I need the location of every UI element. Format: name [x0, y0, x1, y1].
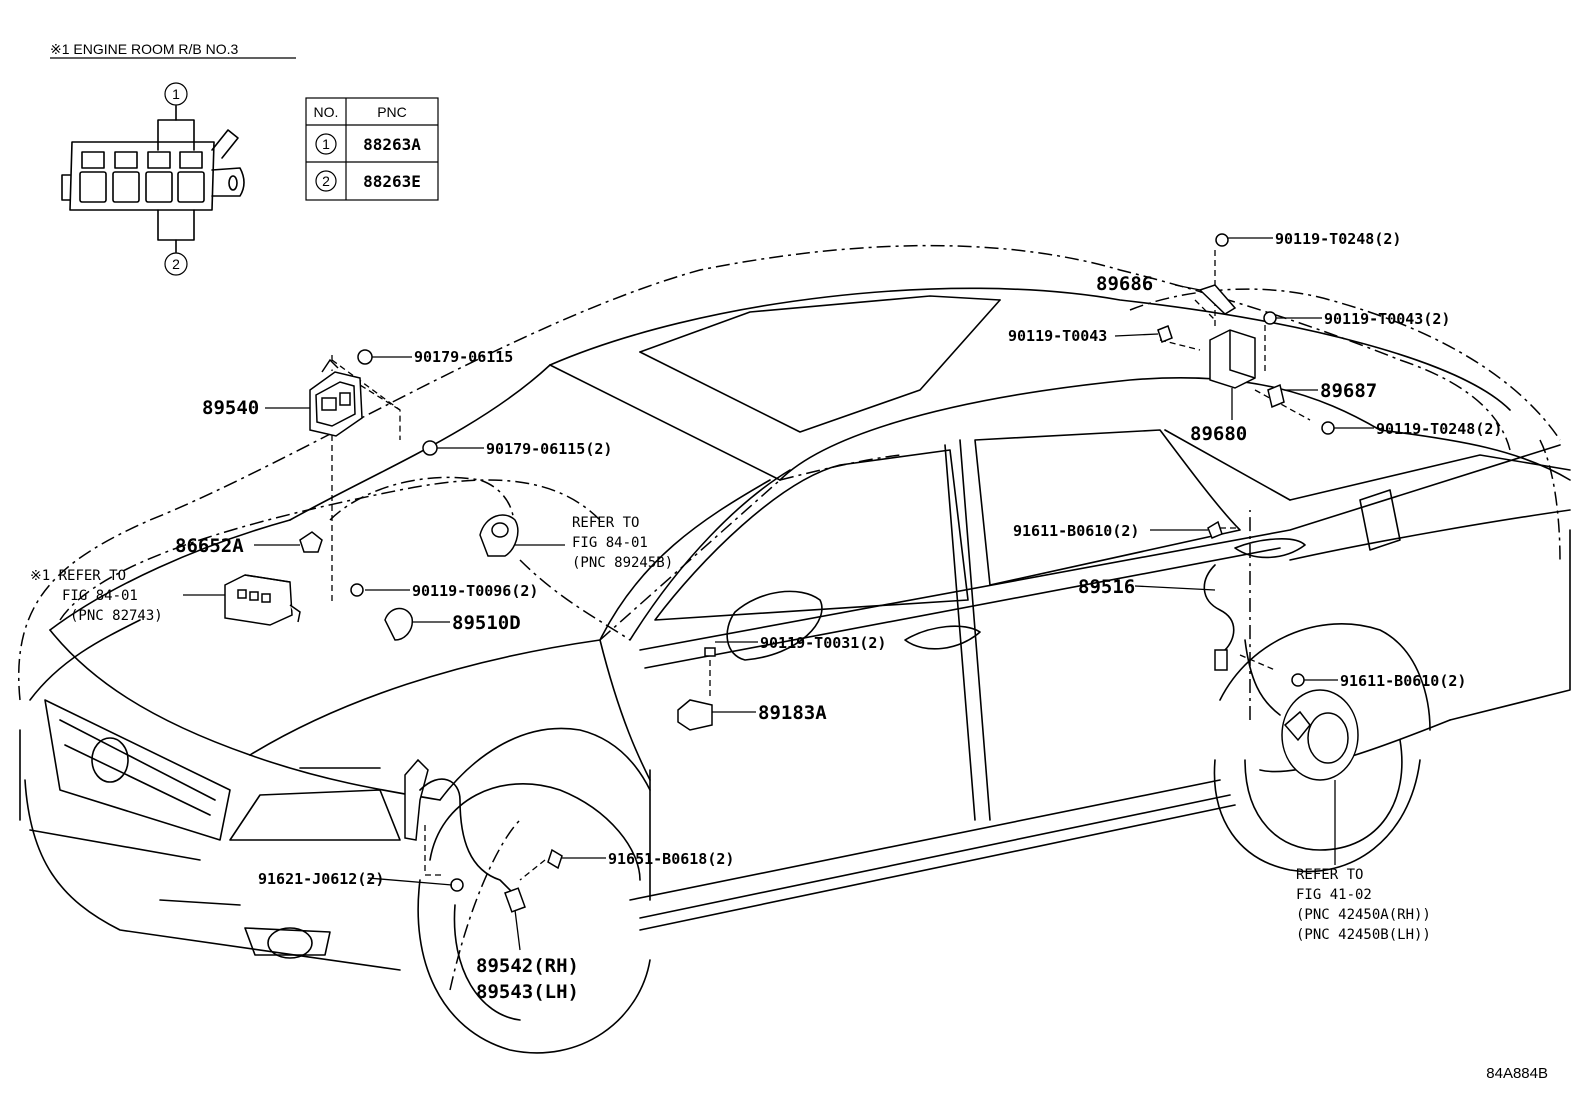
part-86652A-icon	[299, 531, 323, 553]
table-row-2-no: 2	[322, 173, 330, 189]
label-86652A: 86652A	[175, 535, 244, 557]
label-89540: 89540	[202, 397, 259, 419]
bolt-90119-T0031-icon	[704, 647, 716, 657]
part-89540-drawing	[309, 358, 363, 437]
svg-text:FIG 84-01: FIG 84-01	[62, 588, 138, 604]
svg-text:FIG 84-01: FIG 84-01	[572, 535, 648, 551]
table-header-no: NO.	[314, 104, 339, 120]
label-91651-B0618: 91651-B0618(2)	[608, 850, 734, 868]
figure-code: 84A884B	[1486, 1065, 1548, 1082]
label-89680: 89680	[1190, 423, 1247, 445]
table-row-1-pnc: 88263A	[363, 135, 421, 154]
label-90179-06115-2: 90179-06115(2)	[486, 440, 612, 458]
label-90119-T0096: 90119-T0096(2)	[412, 582, 538, 600]
nut-90119-T0096-icon	[350, 583, 364, 597]
bolt-91651-B0618-icon	[547, 848, 563, 870]
svg-text:※1 REFER TO: ※1 REFER TO	[30, 568, 126, 584]
label-89510D: 89510D	[452, 612, 521, 634]
label-89543: 89543(LH)	[476, 981, 579, 1003]
label-90119-T0043-left: 90119-T0043	[1008, 327, 1107, 345]
label-90119-T0031: 90119-T0031(2)	[760, 634, 886, 652]
note-refer-82743: ※1 REFER TO FIG 84-01 (PNC 82743)	[30, 568, 163, 624]
callout-1: 1	[164, 82, 188, 106]
rear-hub-bearing-icon	[1281, 689, 1359, 781]
bolt-91621-J0612-icon	[450, 878, 464, 892]
part-89687-icon	[1267, 383, 1285, 409]
bolt-91611-B0610-b-icon	[1291, 673, 1305, 687]
svg-text:(PNC 42450B(LH)): (PNC 42450B(LH))	[1296, 927, 1431, 943]
bolt-90119-T0248-right-icon	[1321, 421, 1335, 435]
part-89516-speed-sensor-icon	[1203, 564, 1281, 716]
leader-lines	[183, 237, 1374, 951]
svg-text:REFER TO: REFER TO	[1296, 867, 1363, 883]
label-90119-T0043-right: 90119-T0043(2)	[1324, 310, 1450, 328]
part-89680-module-icon	[1209, 329, 1256, 389]
svg-text:2: 2	[172, 256, 180, 272]
car-body	[19, 287, 1571, 1054]
nut-90179-06115-icon	[357, 349, 373, 365]
svg-text:(PNC 89245B): (PNC 89245B)	[572, 555, 673, 571]
pnc-table: NO. PNC 1 88263A 2 88263E	[305, 97, 439, 201]
part-89245B-sensor-icon	[479, 514, 519, 557]
part-89183A-icon	[677, 699, 713, 731]
svg-text:(PNC 82743): (PNC 82743)	[70, 608, 163, 624]
bolt-90119-T0043-left-icon	[1157, 325, 1173, 343]
table-header-pnc: PNC	[377, 104, 407, 120]
label-89687: 89687	[1320, 380, 1377, 402]
label-91611-B0610-b: 91611-B0610(2)	[1340, 672, 1466, 690]
svg-text:FIG 41-02: FIG 41-02	[1296, 887, 1372, 903]
svg-text:(PNC 42450A(RH)): (PNC 42450A(RH))	[1296, 907, 1431, 923]
label-90119-T0248-top: 90119-T0248(2)	[1275, 230, 1401, 248]
header-title: ※1 ENGINE ROOM R/B NO.3	[50, 41, 239, 57]
part-89510D-icon	[384, 607, 414, 641]
label-89183A: 89183A	[758, 702, 827, 724]
label-91621-J0612: 91621-J0612(2)	[258, 870, 384, 888]
label-89516: 89516	[1078, 576, 1135, 598]
svg-text:1: 1	[172, 86, 180, 102]
label-89686: 89686	[1096, 273, 1153, 295]
label-90179-06115: 90179-06115	[414, 348, 513, 366]
label-91611-B0610-a: 91611-B0610(2)	[1013, 522, 1139, 540]
part-82743-relay-icon	[224, 574, 301, 626]
label-89542: 89542(RH)	[476, 955, 579, 977]
bolt-90119-T0043-right-icon	[1263, 311, 1277, 325]
table-row-2-pnc: 88263E	[363, 172, 421, 191]
svg-text:REFER TO: REFER TO	[572, 515, 639, 531]
note-refer-89245B: REFER TO FIG 84-01 (PNC 89245B)	[572, 515, 673, 571]
bolt-91611-B0610-a-icon	[1207, 520, 1223, 539]
relay-box-drawing	[61, 105, 245, 253]
nut-90179-06115-2-icon	[422, 440, 438, 456]
callout-2: 2	[164, 252, 188, 276]
part-89686-icon	[1198, 284, 1237, 315]
part-89542-speed-sensor-icon	[404, 758, 526, 913]
label-90119-T0248-right: 90119-T0248(2)	[1376, 420, 1502, 438]
table-row-1-no: 1	[322, 136, 330, 152]
note-refer-42450: REFER TO FIG 41-02 (PNC 42450A(RH)) (PNC…	[1296, 867, 1431, 943]
harness-lines	[18, 244, 1561, 991]
bolt-90119-T0248-top-icon	[1215, 233, 1229, 247]
